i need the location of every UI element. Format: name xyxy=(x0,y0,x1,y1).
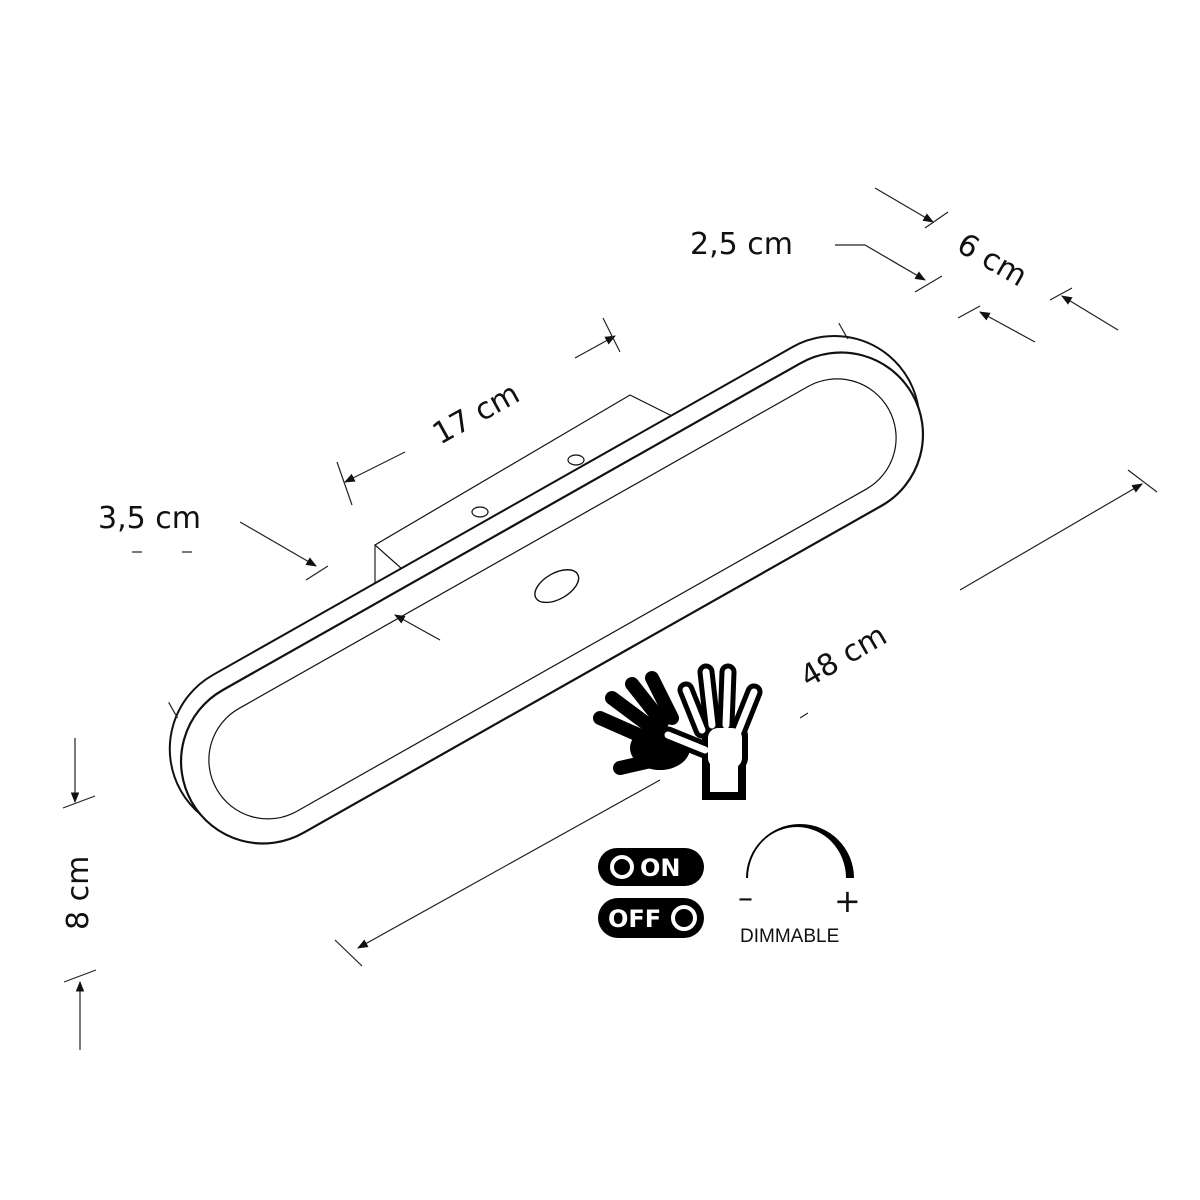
dimmable-icon: – + DIMMABLE xyxy=(738,824,861,947)
hand-wave-sensor-icon xyxy=(593,663,763,800)
dimension-depth: 6 cm xyxy=(874,187,1119,343)
on-switch-badge: ON xyxy=(598,848,704,886)
dim-plus: + xyxy=(834,882,861,920)
label-2-5cm: 2,5 cm xyxy=(690,227,793,262)
label-8cm: 8 cm xyxy=(61,856,96,930)
dimmable-label: DIMMABLE xyxy=(740,926,839,947)
dimension-height: 8 cm xyxy=(61,738,97,1050)
label-48cm: 48 cm xyxy=(795,618,893,695)
screw-hole xyxy=(471,506,489,518)
on-label: ON xyxy=(640,854,681,882)
label-6cm: 6 cm xyxy=(951,227,1033,294)
lamp-body xyxy=(168,322,925,845)
label-3-5cm: 3,5 cm xyxy=(98,501,201,536)
motion-sensor xyxy=(534,569,580,604)
dimension-thickness: 2,5 cm xyxy=(690,227,943,293)
off-label: OFF xyxy=(608,905,661,933)
dim-minus: – xyxy=(738,881,753,916)
off-switch-badge: OFF xyxy=(598,898,704,938)
dimension-mount-height: 3,5 cm xyxy=(98,501,329,581)
label-17cm: 17 cm xyxy=(427,376,526,452)
screw-hole xyxy=(567,454,585,466)
